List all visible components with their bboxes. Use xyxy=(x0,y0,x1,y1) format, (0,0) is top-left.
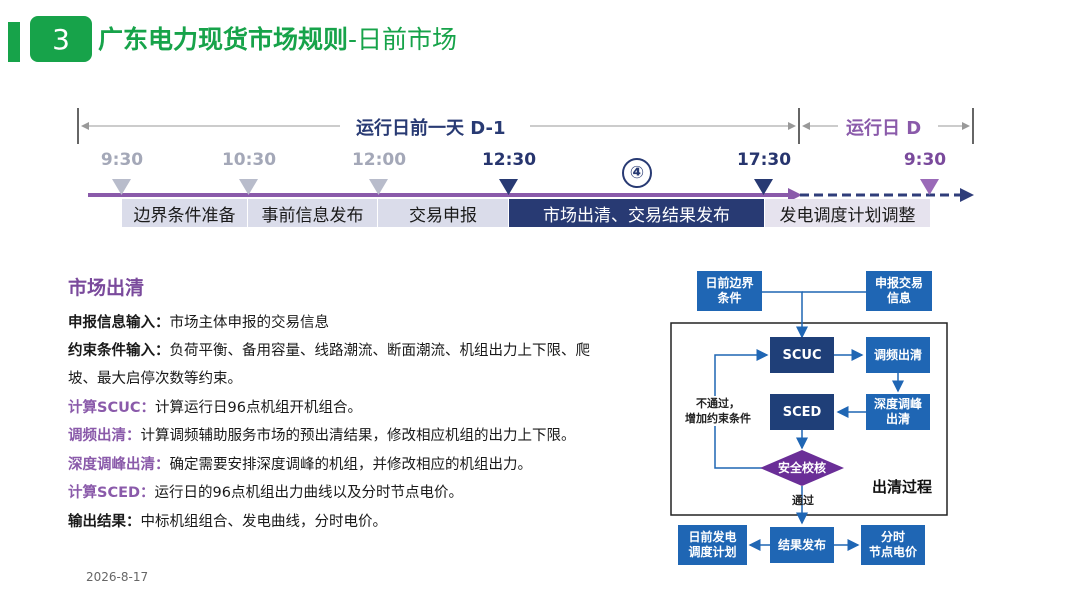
box-freq-clearing: 调频出清 xyxy=(866,337,930,373)
text-line: 坡、最大启停次数等约束。 xyxy=(68,367,242,388)
line-key: 深度调峰出清： xyxy=(68,457,170,473)
check-label: 安全校核 xyxy=(777,461,826,475)
text-line: 深度调峰出清：确定需要安排深度调峰的机组，并修改相应的机组出力。 xyxy=(68,453,532,474)
time-marker-1730 xyxy=(754,179,773,195)
header-accent-bar xyxy=(8,22,20,62)
line-text: 计算调频辅助服务市场的预出清结果，修改相应机组的出力上下限。 xyxy=(140,428,576,444)
box-peak-clearing: 深度调峰 出清 xyxy=(866,394,930,430)
period-label-d1: 运行日前一天 D-1 xyxy=(356,118,506,139)
box-declare-info: 申报交易 信息 xyxy=(866,271,932,311)
line-text: 市场主体申报的交易信息 xyxy=(169,315,330,331)
conn-boundary-scuc xyxy=(762,291,808,339)
line-key: 调频出清： xyxy=(68,428,141,444)
check-diamond xyxy=(760,450,844,486)
time-marker-0930 xyxy=(112,179,131,195)
label-clearing-process: 出清过程 xyxy=(872,478,933,496)
text-line: 输出结果：中标机组组合、发电曲线，分时电价。 xyxy=(68,510,387,531)
step-trade-declare: 交易申报 xyxy=(378,199,509,227)
step-marker-number: ④ xyxy=(629,163,645,183)
line-text: 计算运行日96点机组开机组合。 xyxy=(155,400,362,416)
line-key: 申报信息输入： xyxy=(68,315,170,331)
line-text: 中标机组组合、发电曲线，分时电价。 xyxy=(140,514,388,530)
page-title-main: 广东电力现货市场规则 xyxy=(98,25,349,54)
line-key: 计算SCED： xyxy=(68,485,155,501)
time-label-1730: 17:30 xyxy=(736,150,792,170)
time-label-d-0930: 9:30 xyxy=(903,150,947,170)
box-nodal-price: 分时 节点电价 xyxy=(861,525,925,565)
box-boundary-conditions: 日前边界 条件 xyxy=(697,271,762,311)
time-label-1200: 12:00 xyxy=(351,150,407,170)
footer-date: 2026-8-17 xyxy=(86,570,149,584)
text-line: 计算SCED：运行日的96点机组出力曲线以及分时节点电价。 xyxy=(68,481,463,502)
box-dispatch-plan: 日前发电 调度计划 xyxy=(678,525,747,565)
time-label-0930: 9:30 xyxy=(100,150,144,170)
time-marker-d-0930 xyxy=(920,179,939,195)
section-title: 市场出清 xyxy=(68,277,145,299)
step-marker-circle xyxy=(622,158,652,188)
box-scuc: SCUC xyxy=(770,337,834,373)
step-market-clearing: 市场出清、交易结果发布 xyxy=(509,199,765,227)
page-title: 广东电力现货市场规则-日前市场 xyxy=(98,20,457,60)
line-text: 坡、最大启停次数等约束。 xyxy=(68,371,242,387)
time-label-1030: 10:30 xyxy=(221,150,277,170)
line-key: 输出结果： xyxy=(68,514,141,530)
page-title-sub: -日前市场 xyxy=(348,25,458,54)
period-label-d: 运行日 D xyxy=(846,118,922,139)
step-info-release: 事前信息发布 xyxy=(248,199,378,227)
text-line: 约束条件输入：负荷平衡、备用容量、线路潮流、断面潮流、机组出力上下限、爬 xyxy=(68,339,590,360)
text-line: 计算SCUC：计算运行日96点机组开机组合。 xyxy=(68,396,362,417)
line-text: 确定需要安排深度调峰的机组，并修改相应的机组出力。 xyxy=(169,457,533,473)
time-label-1230: 12:30 xyxy=(481,150,537,170)
line-text: 运行日的96点机组出力曲线以及分时节点电价。 xyxy=(154,485,463,501)
timeline-dashed-arrowhead xyxy=(960,188,974,202)
line-key: 计算SCUC： xyxy=(68,400,155,416)
time-marker-1230 xyxy=(499,179,518,195)
box-sced: SCED xyxy=(770,394,834,430)
timeline-main-arrowhead xyxy=(788,188,802,202)
step-dispatch-adjust: 发电调度计划调整 xyxy=(765,199,931,227)
text-line: 调频出清：计算调频辅助服务市场的预出清结果，修改相应机组的出力上下限。 xyxy=(68,424,576,445)
box-result-publish: 结果发布 xyxy=(770,527,834,563)
step-boundary-prep: 边界条件准备 xyxy=(122,199,248,227)
timeline-graphic xyxy=(77,108,974,202)
label-fail: 不通过， 增加约束条件 xyxy=(683,396,753,426)
line-key: 约束条件输入： xyxy=(68,343,170,359)
section-number: 3 xyxy=(30,16,92,62)
clearing-process-frame xyxy=(670,322,948,516)
label-pass: 通过 xyxy=(792,494,814,507)
time-marker-1200 xyxy=(369,179,388,195)
time-marker-1030 xyxy=(239,179,258,195)
text-line: 申报信息输入：市场主体申报的交易信息 xyxy=(68,311,329,332)
line-text: 负荷平衡、备用容量、线路潮流、断面潮流、机组出力上下限、爬 xyxy=(169,343,591,359)
